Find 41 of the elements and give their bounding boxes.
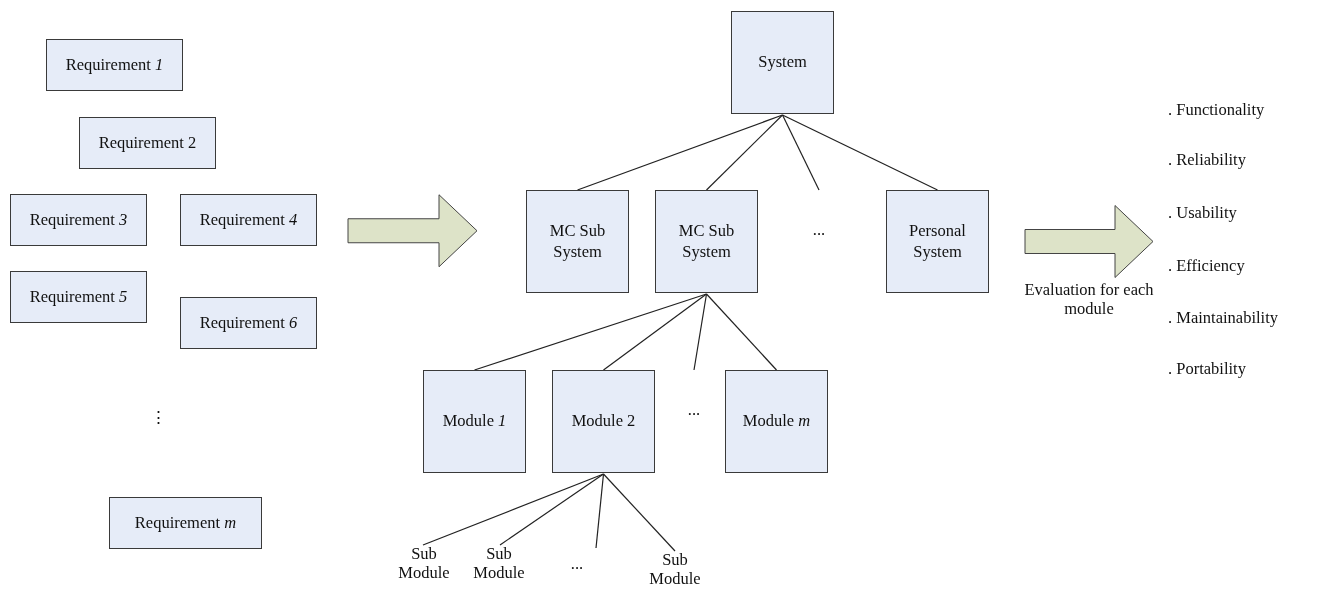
ellipsis-text: ... [563,550,591,574]
submodule-text: Sub Module [641,551,709,592]
connector-line [576,114,784,191]
connector-line [781,114,939,191]
connector-line [705,293,778,371]
quality-attribute-label: . Portability [1168,359,1246,379]
quality-attribute-label: . Efficiency [1168,256,1245,276]
connector-line [602,473,676,552]
connector-line [499,473,605,546]
submodule-text: Sub Module [390,545,458,587]
submodule-text: Sub Module [465,545,533,587]
quality-attribute-label: . Reliability [1168,150,1246,170]
quality-attribute-label: . Functionality [1168,100,1265,120]
module-box: Module m [725,370,828,473]
subsystem-box: MC Sub System [526,190,629,293]
connector-line [602,293,708,371]
connector-line [595,473,605,549]
requirement-box: Requirement 2 [79,117,216,169]
connector-line [781,114,820,191]
quality-attribute-label: . Maintainability [1168,308,1278,328]
module-box: Module 1 [423,370,526,473]
requirement-box: Requirement m [109,497,262,549]
requirement-box: Requirement 5 [10,271,147,323]
subsystem-box: MC Sub System [655,190,758,293]
ellipsis-text: ... [805,190,833,240]
subsystem-box: Personal System [886,190,989,293]
vertical-ellipsis: ⋮ [149,408,167,428]
requirement-box: Requirement 4 [180,194,317,246]
requirement-box: Requirement 6 [180,297,317,349]
connector-line [422,473,605,546]
system-box: System [731,11,834,114]
requirement-box: Requirement 3 [10,194,147,246]
connector-line [693,293,708,371]
requirement-box: Requirement 1 [46,39,183,91]
block-arrow [347,194,478,268]
connector-line [705,114,784,191]
block-arrow [1024,205,1154,278]
connector-line [473,293,708,371]
quality-attribute-label: . Usability [1168,203,1237,223]
ellipsis-text: ... [680,370,708,420]
module-box: Module 2 [552,370,655,473]
